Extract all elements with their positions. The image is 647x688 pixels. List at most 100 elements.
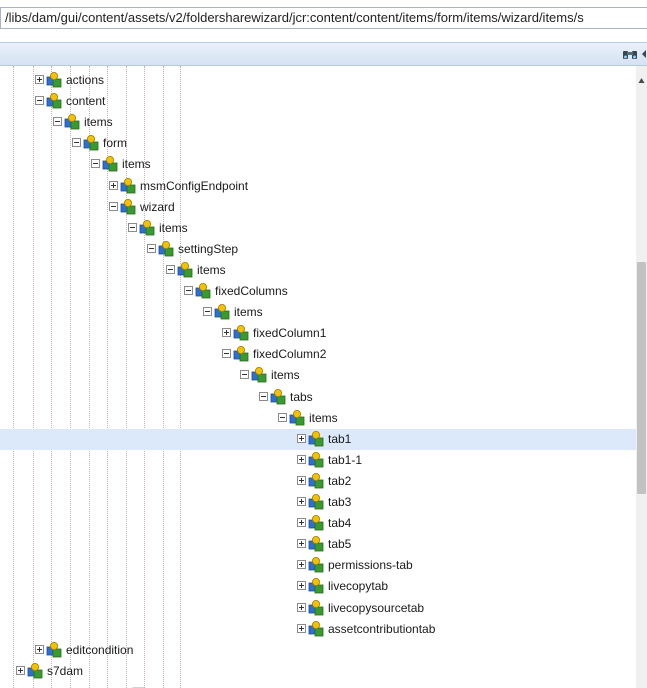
tree-node-label: tab4 <box>328 516 352 531</box>
tree-node-label: tab5 <box>328 537 352 552</box>
expand-toggle-icon[interactable] <box>16 665 25 675</box>
tree-node[interactable]: livecopytab <box>0 576 636 597</box>
tree-node[interactable]: tab1 <box>0 428 636 450</box>
collapse-toggle-icon[interactable] <box>109 201 118 211</box>
tree-node-label: tab1-1 <box>328 452 363 467</box>
tree-node[interactable]: tab5 <box>0 534 636 555</box>
tree-node-label: tab3 <box>328 495 352 509</box>
tree-toolbar <box>0 42 647 66</box>
expand-toggle-icon[interactable] <box>297 623 306 633</box>
collapse-toggle-icon[interactable] <box>35 96 44 106</box>
node-icon <box>307 577 325 595</box>
tree-guide-line <box>144 66 145 688</box>
node-icon <box>157 240 175 258</box>
collapse-toggle-icon[interactable] <box>72 138 81 148</box>
tree-node[interactable]: items <box>0 302 636 323</box>
tree-node[interactable]: tab1-1 <box>0 450 636 471</box>
tree-node[interactable]: content <box>0 91 636 112</box>
tree-node[interactable]: fixedColumns <box>0 281 636 302</box>
tree-guide-line <box>33 66 34 688</box>
tree-node[interactable]: items <box>0 260 636 281</box>
node-icon <box>232 324 250 342</box>
tree-node-label: fixedColumn1 <box>253 326 327 341</box>
tree-node-label: form <box>103 136 127 151</box>
tree-node[interactable]: settingStep <box>0 239 636 260</box>
expand-toggle-icon[interactable] <box>297 433 306 443</box>
tree-node-label: editcondition <box>66 642 134 657</box>
expand-toggle-icon[interactable] <box>297 454 306 464</box>
tree-node-label: msmConfigEndpoint <box>140 178 249 193</box>
tree-node[interactable]: items <box>0 154 636 175</box>
expand-toggle-icon[interactable] <box>222 328 231 338</box>
expand-toggle-icon[interactable] <box>35 644 44 654</box>
navigate-arrows-icon[interactable] <box>640 46 647 62</box>
tree-node[interactable]: msmConfigEndpoint <box>0 176 636 197</box>
node-icon <box>307 472 325 490</box>
expand-toggle-icon[interactable] <box>297 560 306 570</box>
tree-node-label: items <box>309 410 338 425</box>
node-icon <box>307 451 325 469</box>
tree-node-label: s7dam <box>47 663 84 678</box>
tree-node-label: livecopysourcetab <box>328 600 425 615</box>
tree-node[interactable]: tab3 <box>0 492 636 513</box>
tree-node[interactable]: items <box>0 218 636 239</box>
tree-node[interactable]: items <box>0 408 636 429</box>
tree-node[interactable]: fixedColumn2 <box>0 344 636 365</box>
collapse-toggle-icon[interactable] <box>184 286 193 295</box>
scroll-up-arrow-icon[interactable] <box>636 66 647 94</box>
collapse-toggle-icon[interactable] <box>53 117 62 127</box>
expand-toggle-icon[interactable] <box>109 180 118 190</box>
tree-node-label: tab1 <box>328 431 352 446</box>
tree-node[interactable]: permissions-tab <box>0 555 636 576</box>
collapse-toggle-icon[interactable] <box>147 243 156 253</box>
tree-node-label: items <box>271 368 300 383</box>
tree-node-label: livecopytab <box>328 579 389 594</box>
collapse-toggle-icon[interactable] <box>203 307 212 317</box>
tree-node[interactable]: items <box>0 112 636 133</box>
scrollbar-thumb[interactable] <box>637 262 646 494</box>
path-input[interactable]: /libs/dam/gui/content/assets/v2/foldersh… <box>0 7 647 29</box>
expand-toggle-icon[interactable] <box>297 581 306 591</box>
tree-node[interactable]: tab2 <box>0 471 636 492</box>
node-icon <box>307 493 325 511</box>
expand-toggle-icon[interactable] <box>297 518 306 528</box>
expand-toggle-icon[interactable] <box>297 497 306 506</box>
vertical-scrollbar[interactable] <box>636 66 647 688</box>
tree-node[interactable]: wizard <box>0 197 636 218</box>
tree-node[interactable]: livecopysourcetab <box>0 598 636 619</box>
tree-node[interactable]: actions <box>0 70 636 91</box>
collapse-toggle-icon[interactable] <box>128 222 137 232</box>
expand-toggle-icon[interactable] <box>297 475 306 485</box>
tree-node[interactable]: s7dam <box>0 661 636 682</box>
collapse-toggle-icon[interactable] <box>240 370 249 380</box>
tree-node-label: items <box>234 305 263 320</box>
node-icon <box>138 219 156 237</box>
collapse-toggle-icon[interactable] <box>166 264 175 274</box>
tree-guide-line <box>89 66 90 688</box>
node-icon <box>288 409 306 427</box>
tree-node[interactable]: items <box>0 365 636 386</box>
tree-node-label: items <box>122 157 151 172</box>
expand-toggle-icon[interactable] <box>297 539 306 549</box>
node-icon <box>82 134 100 152</box>
tree-guide-line <box>126 66 127 688</box>
expand-toggle-icon[interactable] <box>297 602 306 612</box>
node-icon <box>176 261 194 279</box>
tree-node[interactable]: tab4 <box>0 513 636 534</box>
node-icon <box>45 92 63 110</box>
tree-node[interactable]: editcondition <box>0 640 636 661</box>
collapse-toggle-icon[interactable] <box>259 391 268 401</box>
expand-toggle-icon[interactable] <box>35 75 44 84</box>
tree-node[interactable]: form <box>0 133 636 154</box>
node-icon <box>119 198 137 216</box>
tree-node[interactable]: fixedColumn1 <box>0 323 636 344</box>
tree-guide-line <box>180 66 181 688</box>
collapse-toggle-icon[interactable] <box>278 412 287 422</box>
collapse-toggle-icon[interactable] <box>222 349 231 359</box>
tree-node[interactable]: tabs <box>0 387 636 408</box>
collapse-toggle-icon[interactable] <box>91 159 100 169</box>
binoculars-icon[interactable] <box>622 46 638 62</box>
tree-node[interactable]: assetcontributiontab <box>0 619 636 640</box>
node-icon <box>307 430 325 448</box>
tree-node-label: permissions-tab <box>328 558 413 573</box>
